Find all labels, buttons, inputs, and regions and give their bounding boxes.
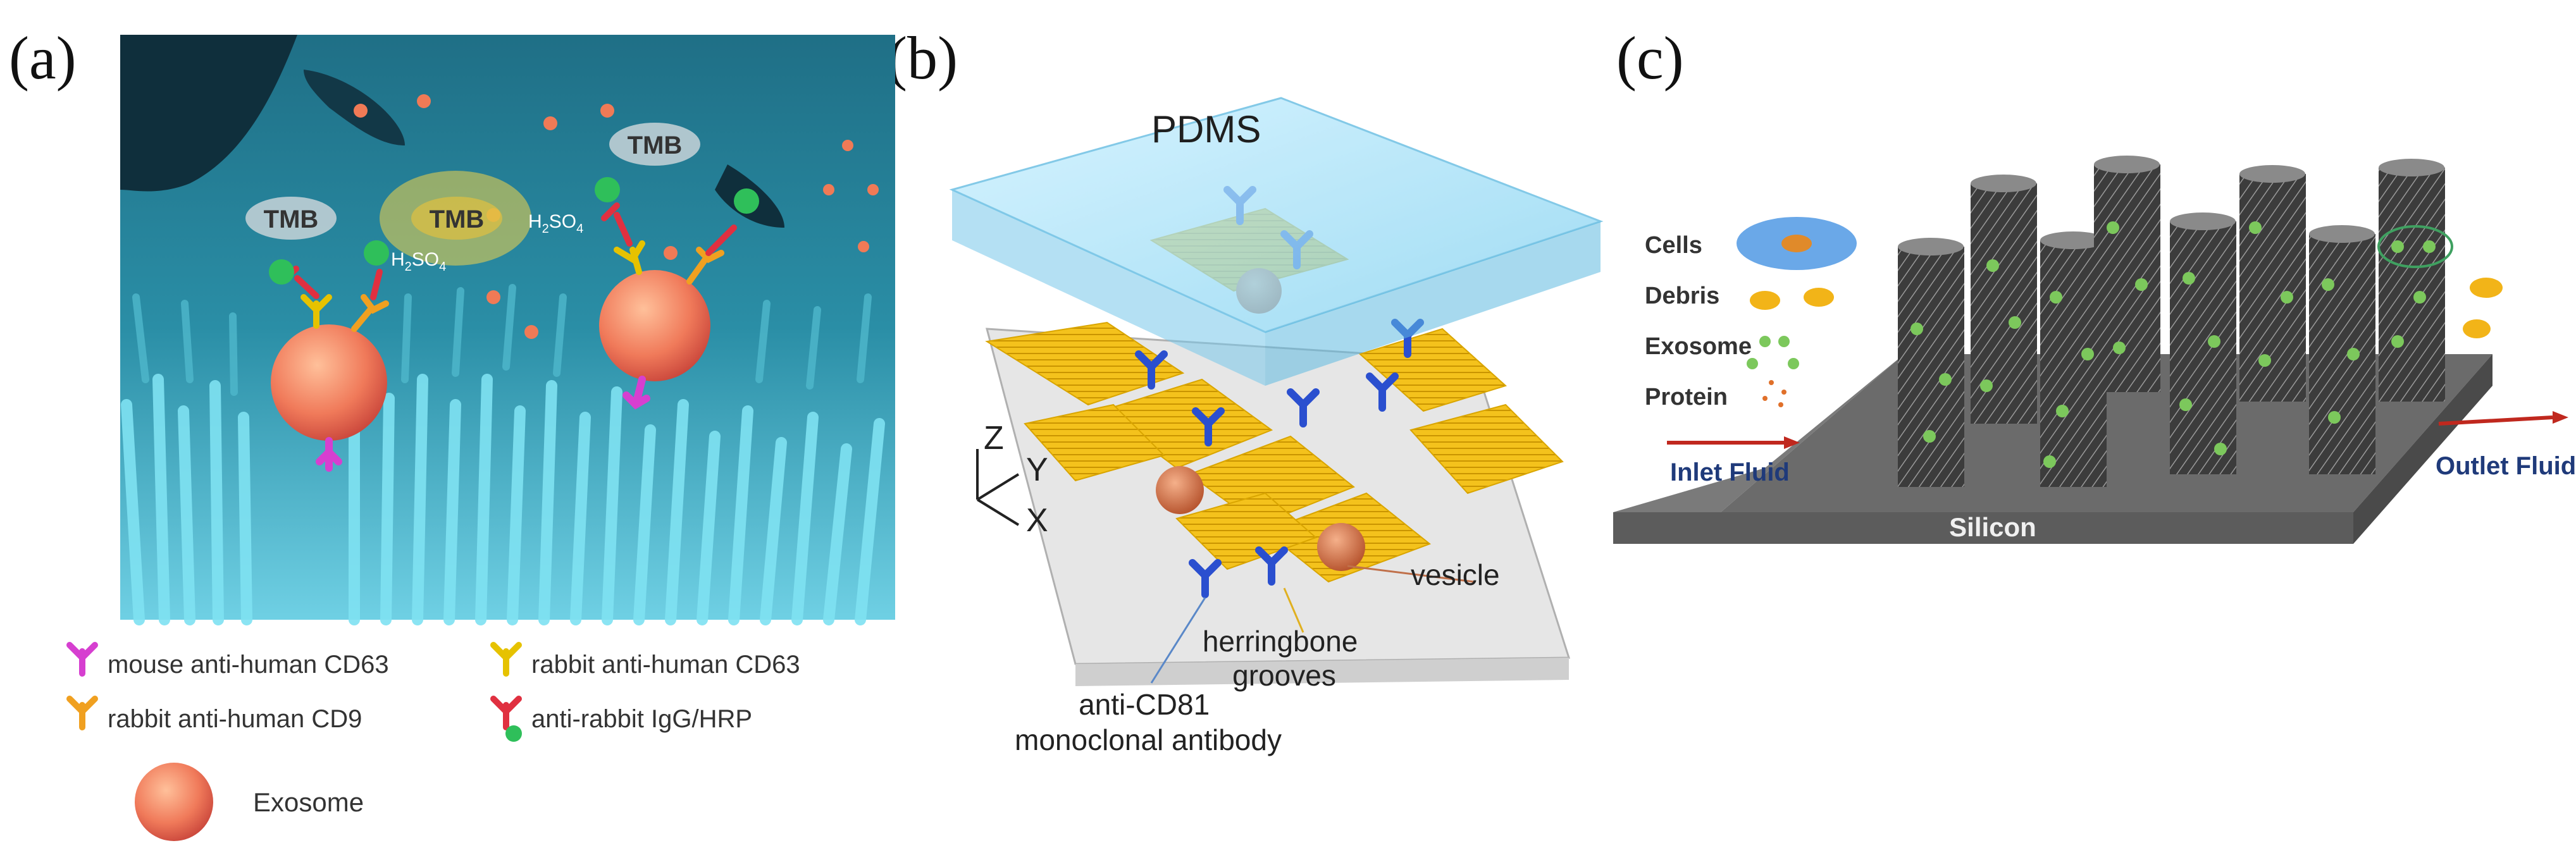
panel-a: TMB TMB TMB H2SO4 H2SO4 mouse anti-human… <box>66 35 895 841</box>
highlight-circle <box>2377 225 2453 268</box>
outlet-arrow <box>2438 411 2568 426</box>
h2so4-label-2: H2SO4 <box>528 211 583 236</box>
inlet-label: Inlet Fluid <box>1670 458 1790 486</box>
nanopillar <box>2379 159 2445 402</box>
panel-b-pdms-slab: PDMS <box>949 97 1604 386</box>
panel-c-legend: Cells Debris Exosome Protein <box>1645 217 2503 410</box>
tmb-label-3: TMB <box>628 132 683 159</box>
debris-icon <box>1750 288 1834 310</box>
axis-x-label: X <box>1026 502 1048 539</box>
panel-a-dark-cavern-left <box>120 35 297 192</box>
label-vesicle: vesicle <box>1411 558 1500 591</box>
axis-z-label: Z <box>984 420 1004 457</box>
nanopillar <box>2309 225 2375 474</box>
legend-cells: Cells <box>1645 232 1702 259</box>
leader-line-vesicle <box>1347 565 1475 583</box>
outlet-label: Outlet Fluid <box>2436 452 2576 480</box>
tmb-label-2: TMB <box>430 206 485 233</box>
panel-b: PDMS Z Y X vesicle herringbone grooves a… <box>949 97 1604 756</box>
silicon-label: Silicon <box>1949 512 2036 542</box>
nanopillar <box>2170 212 2236 474</box>
panel-a-exosome-right <box>595 177 759 410</box>
legend-item-anti-rabbit-hrp: anti-rabbit IgG/HRP <box>490 696 752 742</box>
exosome-icon <box>1747 336 1799 369</box>
panel-a-tmb-labels: TMB TMB TMB H2SO4 H2SO4 <box>245 123 700 274</box>
pdms-label: PDMS <box>1151 108 1261 151</box>
label-grooves-line2: grooves <box>1232 659 1336 692</box>
label-herringbone-grooves: herringbone grooves <box>1203 625 1366 692</box>
silicon-front-face <box>1613 512 2353 544</box>
inlet-arrow <box>1667 436 1800 449</box>
legend-item-rabbit-cd63: rabbit anti-human CD63 <box>490 642 800 679</box>
panel-a-dark-cavern-mid <box>304 70 405 145</box>
panel-a-nanorod-forest-back <box>132 284 872 396</box>
svg-text:rabbit anti-human CD63: rabbit anti-human CD63 <box>531 651 800 679</box>
label-antibody: anti-CD81 monoclonal antibody <box>1015 688 1282 756</box>
svg-text:Exosome: Exosome <box>253 787 364 817</box>
panel-b-axes <box>976 449 1020 526</box>
nanopillar <box>2094 156 2160 392</box>
debris-icon-right <box>2470 278 2503 298</box>
label-grooves-line1: herringbone <box>1203 625 1358 658</box>
legend-item-exosome: Exosome <box>135 763 364 841</box>
panel-c-captured-exosomes <box>1910 221 2436 468</box>
panel-label-a: (a) <box>9 24 77 92</box>
label-antibody-line1: anti-CD81 <box>1079 688 1210 721</box>
panel-label-c: (c) <box>1616 24 1684 92</box>
svg-text:anti-rabbit IgG/HRP: anti-rabbit IgG/HRP <box>531 705 752 733</box>
panel-label-b: (b) <box>887 24 958 92</box>
panel-c-nanopillars <box>1898 156 2445 487</box>
leader-line-antibody <box>1150 597 1206 684</box>
h2so4-label-1: H2SO4 <box>391 249 446 274</box>
legend-protein: Protein <box>1645 384 1728 410</box>
panel-a-floating-particles <box>354 94 879 339</box>
svg-text:mouse anti-human CD63: mouse anti-human CD63 <box>108 651 389 679</box>
panel-b-herringbone-grooves <box>985 207 1564 583</box>
label-antibody-line2: monoclonal antibody <box>1015 723 1282 756</box>
protein-icon <box>1762 380 1786 407</box>
nanopillar <box>1898 238 1964 487</box>
tmb-label-1: TMB <box>264 206 319 233</box>
panel-c: Silicon Cells Debris Ex <box>1613 156 2576 544</box>
axis-y-label: Y <box>1026 452 1048 488</box>
legend-item-rabbit-cd9: rabbit anti-human CD9 <box>66 696 362 733</box>
debris-icon-right-2 <box>2463 319 2491 338</box>
silicon-side-face <box>2353 354 2492 544</box>
nanopillar <box>2239 165 2306 402</box>
cell-icon <box>1737 217 1857 270</box>
legend-exosome: Exosome <box>1645 333 1752 360</box>
legend-item-mouse-cd63: mouse anti-human CD63 <box>66 642 389 679</box>
panel-a-nanorod-forest <box>121 374 885 625</box>
legend-debris: Debris <box>1645 283 1719 309</box>
leader-line-grooves <box>1283 587 1304 633</box>
panel-a-exosome-left <box>269 240 389 472</box>
svg-text:rabbit anti-human CD9: rabbit anti-human CD9 <box>108 705 362 733</box>
panel-a-legend: mouse anti-human CD63 rabbit anti-human … <box>66 642 800 841</box>
